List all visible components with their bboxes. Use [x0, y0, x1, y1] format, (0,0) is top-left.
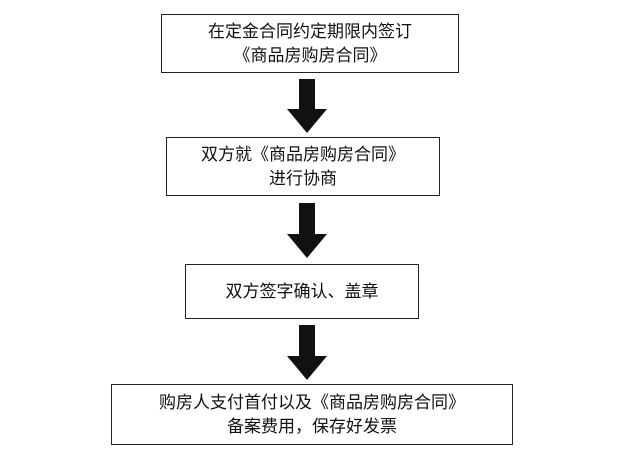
step-4-line-2: 备案费用，保存好发票 [227, 416, 397, 437]
step-4-line-1: 购房人支付首付以及《商品房购房合同》 [159, 392, 465, 413]
down-arrow-icon [287, 79, 327, 133]
step-2-line-1: 双方就《商品房购房合同》 [201, 144, 405, 165]
step-box-negotiate: 双方就《商品房购房合同》 进行协商 [166, 137, 440, 196]
step-1-line-1: 在定金合同约定期限内签订 [208, 21, 412, 42]
down-arrow-icon [287, 203, 327, 258]
step-2-line-2: 进行协商 [269, 168, 337, 189]
step-box-sign-and-stamp: 双方签字确认、盖章 [185, 264, 419, 319]
step-box-down-payment: 购房人支付首付以及《商品房购房合同》 备案费用，保存好发票 [111, 384, 513, 445]
step-box-sign-contract: 在定金合同约定期限内签订 《商品房购房合同》 [161, 14, 459, 73]
down-arrow-icon [287, 325, 327, 380]
step-1-line-2: 《商品房购房合同》 [233, 45, 387, 66]
step-3-line-1: 双方签字确认、盖章 [225, 281, 379, 302]
